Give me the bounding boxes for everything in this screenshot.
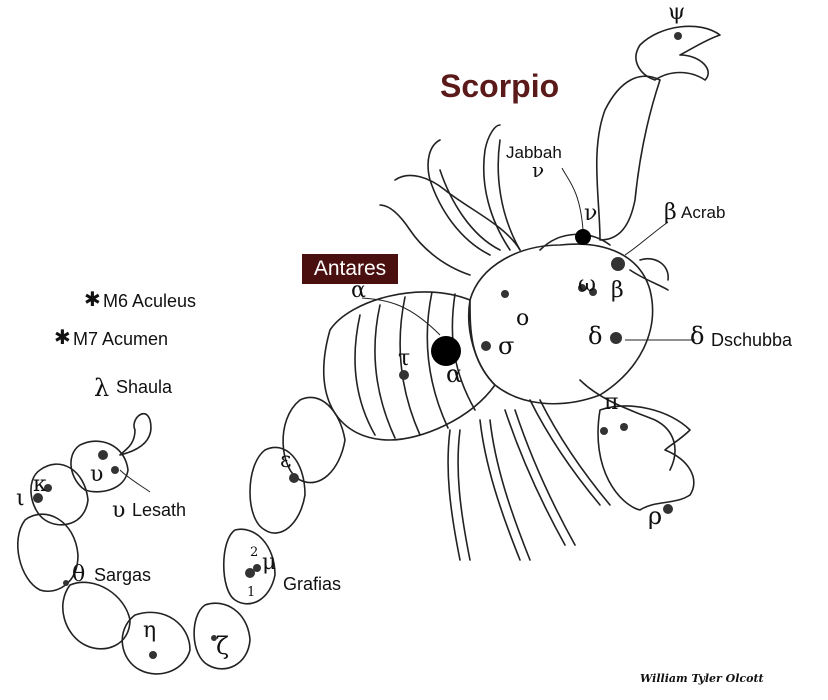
leg-6 — [479, 419, 521, 561]
star-rho — [663, 504, 673, 514]
greek-kappa: κ — [33, 472, 47, 497]
star-nu — [575, 229, 591, 245]
leg-5 — [447, 429, 461, 561]
star-upsilon — [111, 466, 119, 474]
greek-omicron: ο — [516, 306, 530, 331]
leg-1 — [427, 139, 491, 256]
tail-segment-1 — [282, 396, 346, 484]
greek-iota: ι — [16, 486, 25, 511]
star-antares — [431, 336, 461, 366]
greek-beta-acrab: β — [664, 200, 677, 225]
star-delta — [610, 332, 622, 344]
greek-theta: θ — [72, 562, 86, 587]
star-theta — [63, 580, 69, 586]
tail-segment-7 — [17, 513, 79, 592]
m7-label: M7 Acumen — [73, 329, 169, 349]
greek-alpha-body: α — [446, 360, 463, 388]
tail-segment-5 — [121, 611, 191, 675]
greek-eta: η — [143, 618, 157, 643]
greek-lambda: λ — [94, 374, 110, 402]
grafias-label: Grafias — [283, 574, 342, 594]
star-psi — [674, 32, 682, 40]
author-credit: William Tyler Olcott — [640, 672, 764, 685]
greek-beta-body: β — [611, 278, 624, 303]
stinger — [119, 413, 152, 456]
star-kappa — [44, 484, 52, 492]
leg-4 — [379, 204, 471, 276]
greek-rho: ρ — [648, 502, 663, 530]
greek-epsilon: ε — [280, 448, 292, 473]
tail-segment-3 — [222, 528, 276, 605]
star-omega-1 — [578, 284, 586, 292]
star-zeta — [211, 635, 217, 641]
abdomen — [322, 291, 496, 441]
star-iota — [33, 493, 43, 503]
dschubba-label: Dschubba — [711, 330, 793, 350]
lesath-label: Lesath — [132, 500, 187, 520]
jabbah-label: Jabbah — [506, 143, 562, 162]
star-tau — [399, 370, 409, 380]
greek-zeta: ζ — [216, 632, 230, 660]
m6-marker-icon: ✱ — [84, 289, 101, 311]
greek-psi: ψ — [668, 0, 686, 25]
greek-tau: τ — [398, 346, 411, 371]
star-lambda — [98, 450, 108, 460]
m7-marker-icon: ✱ — [54, 327, 71, 349]
greek-nu-upper: ν — [532, 158, 545, 182]
tail-segment-9 — [70, 440, 129, 493]
sargas-label: Sargas — [94, 565, 152, 585]
greek-delta-right: δ — [690, 322, 705, 350]
star-omega-2 — [589, 288, 597, 296]
antares-label: Antares — [302, 254, 398, 284]
m6-label: M6 Aculeus — [103, 291, 197, 311]
leg-8 — [529, 399, 601, 506]
tail-segment-6 — [61, 581, 131, 650]
star-pi-2 — [620, 423, 628, 431]
star-mu-2 — [253, 564, 261, 572]
chart-title: Scorpio — [440, 68, 560, 104]
acrab-label: Acrab — [681, 203, 726, 222]
greek-upsilon-lesath: υ — [112, 498, 126, 523]
tail-segment-2 — [249, 446, 306, 534]
lower-pincer — [597, 405, 695, 511]
greek-delta-left: δ — [588, 322, 603, 350]
star-pi-1 — [600, 427, 608, 435]
star-omicron — [501, 290, 509, 298]
greek-sigma: σ — [498, 332, 515, 360]
tail-segment-4 — [193, 602, 251, 670]
greek-pi: π — [604, 390, 619, 415]
shaula-label: Shaula — [116, 377, 173, 397]
greek-nu-lower: ν — [584, 201, 598, 226]
claw-arm-upper — [595, 75, 661, 241]
greek-alpha-upper: α — [351, 278, 366, 303]
star-mu-1 — [245, 568, 255, 578]
greek-mu-two: 2 — [250, 545, 259, 560]
greek-mu: μ — [262, 550, 277, 575]
leg-7 — [504, 409, 566, 546]
star-eta — [149, 651, 157, 659]
star-sigma — [481, 341, 491, 351]
star-epsilon — [289, 473, 299, 483]
leg-3 — [394, 174, 521, 251]
greek-mu-one: 1 — [247, 585, 256, 600]
greek-upsilon-tail: υ — [90, 462, 104, 487]
tail-segment-8 — [30, 463, 89, 526]
lower-claw-arm — [579, 379, 676, 471]
upper-pincer — [635, 25, 721, 81]
star-beta — [611, 257, 625, 271]
greek-omega: ω — [578, 272, 596, 297]
scorpion-body — [467, 243, 654, 405]
